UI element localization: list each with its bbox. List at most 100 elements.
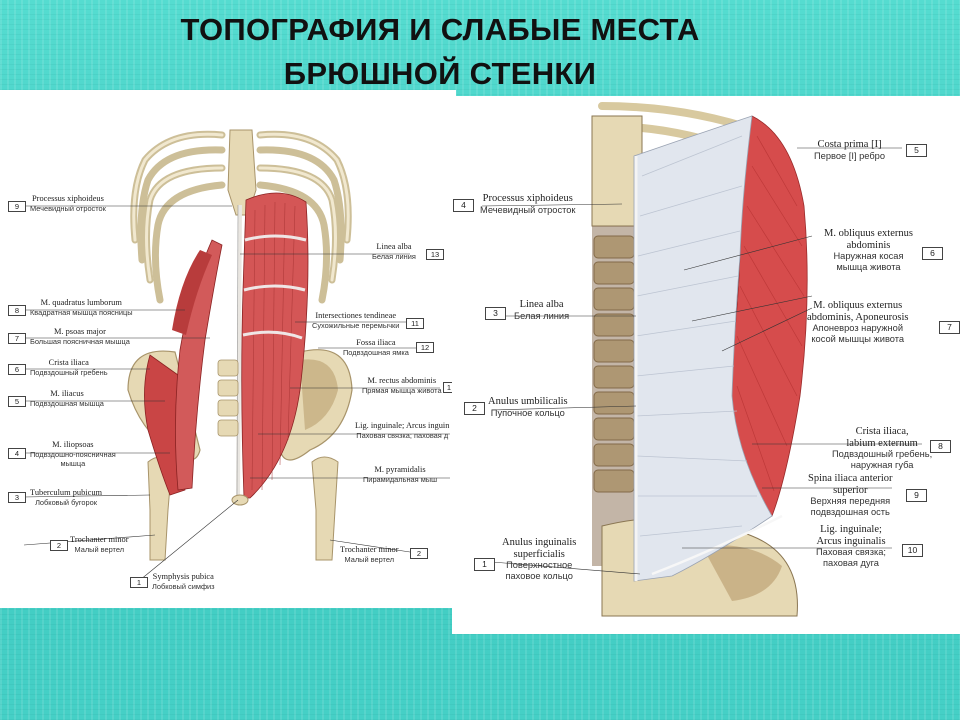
label-russian: Мечевидный отросток xyxy=(30,203,106,213)
label-latin: Anulus umbilicalis xyxy=(488,396,568,407)
label-trochanter-minor-left: Trochanter minor Малый вертел xyxy=(70,535,129,554)
label-russian: Подвздошный гребень, xyxy=(832,449,933,459)
label-latin: Costa prima [I] xyxy=(817,139,882,150)
label-russian: Подвздошная ямка xyxy=(343,347,409,357)
label-russian: мышца xyxy=(60,459,86,468)
label-symphysis-pubica: Symphysis pubica Лобковый симфиз xyxy=(152,572,215,591)
label-iliopsoas: M. iliopsoas Подвздошно-поясничная мышца xyxy=(30,440,116,469)
label-latin: Lig. inguinale; xyxy=(820,524,882,535)
label-russian: Малый вертел xyxy=(344,554,395,564)
label-russian: Паховая связка; паховая д xyxy=(356,430,449,440)
label-russian: Прямая мышца живота xyxy=(362,385,442,395)
label-latin: abdominis xyxy=(846,239,891,251)
label-latin: superficialis xyxy=(513,548,565,560)
label-latin: Linea alba xyxy=(519,299,564,310)
label-latin: Intersectiones tendineae xyxy=(315,311,397,320)
label-number: 4 xyxy=(453,199,474,212)
label-number: 2 xyxy=(464,402,485,415)
label-russian: подвздошная ость xyxy=(810,506,890,517)
muscle-fibers xyxy=(736,135,805,492)
label-anulus-umbilicalis: Anulus umbilicalis Пупочное кольцо xyxy=(488,396,568,418)
label-russian: наружная губа xyxy=(850,459,914,470)
label-latin: Spina iliaca anterior xyxy=(808,473,893,484)
label-anulus-inguinalis: Anulus inguinalis superficialis Поверхно… xyxy=(502,537,576,581)
label-russian: Мечевидный отросток xyxy=(480,204,576,215)
tendinous-intersections xyxy=(242,234,307,340)
iliac-fossa-shade xyxy=(300,359,338,430)
label-latin: M. quadratus lumborum xyxy=(40,298,122,307)
label-number: 5 xyxy=(8,396,26,407)
label-number: 11 xyxy=(406,318,424,329)
label-latin: M. iliacus xyxy=(50,389,84,398)
right-illustration xyxy=(481,102,922,617)
label-russian: мышца живота xyxy=(836,261,901,272)
label-number: 6 xyxy=(8,364,26,375)
label-russian: Белая линия xyxy=(514,310,570,321)
label-linea-alba: Linea alba Белая линия xyxy=(372,242,416,261)
label-psoas-major: M. psoas major Большая поясничная мышца xyxy=(30,327,130,346)
label-crista-iliaca: Crista iliaca Подвздошный гребень xyxy=(30,358,108,377)
label-number: 3 xyxy=(8,492,26,503)
label-number: 1 xyxy=(474,558,495,571)
label-number: 8 xyxy=(8,305,26,316)
label-latin: M. obliquus externus xyxy=(824,228,913,239)
label-lig-inguinale-right: Lig. inguinale; Arcus inguinalis Паховая… xyxy=(816,524,886,568)
label-trochanter-minor-right: Trochanter minor Малый вертел xyxy=(340,545,399,564)
label-number: 12 xyxy=(416,342,434,353)
label-number: 3 xyxy=(485,307,506,320)
label-linea-alba-right: Linea alba Белая линия xyxy=(514,299,569,321)
label-number: 4 xyxy=(8,448,26,459)
label-number: 2 xyxy=(50,540,68,551)
label-latin: Crista iliaca xyxy=(48,358,89,367)
label-costa-prima: Costa prima [I] Первое [I] ребро xyxy=(814,139,885,161)
label-latin: Arcus inguinalis xyxy=(816,535,886,547)
label-latin: M. psoas major xyxy=(53,327,106,336)
label-fossa-iliaca: Fossa iliaca Подвздошная ямка xyxy=(343,338,409,357)
label-lig-inguinale-left: Lig. inguinale; Arcus inguin Паховая свя… xyxy=(355,421,449,440)
label-latin: M. rectus abdominis xyxy=(367,376,437,385)
vertebral-column xyxy=(217,359,239,437)
label-aponeurosis: M. obliquus externus abdominis, Aponeuro… xyxy=(807,300,909,344)
label-latin: Anulus inguinalis xyxy=(502,537,577,548)
label-latin: M. obliquus externus xyxy=(813,300,903,311)
left-illustration xyxy=(23,129,450,581)
slide-title: ТОПОГРАФИЯ И СЛАБЫЕ МЕСТА БРЮШНОЙ СТЕНКИ xyxy=(0,8,880,96)
label-number: 6 xyxy=(922,247,943,260)
left-anatomy-figure: 9 Processus xiphoideus Мечевидный отрост… xyxy=(0,90,456,608)
label-latin: Fossa iliaca xyxy=(356,338,396,347)
label-external-oblique: M. obliquus externus abdominis Наружная … xyxy=(824,228,913,272)
label-latin: superior xyxy=(833,484,868,496)
label-latin: Processus xiphoideus xyxy=(32,194,104,203)
title-line-1: ТОПОГРАФИЯ И СЛАБЫЕ МЕСТА xyxy=(180,12,700,47)
label-latin: Crista iliaca, xyxy=(855,426,909,437)
symphysis xyxy=(231,494,249,506)
label-russian: Малый вертел xyxy=(74,544,125,554)
label-russian: Поверхностное xyxy=(506,560,573,570)
label-latin: Lig. inguinale; Arcus inguin xyxy=(355,421,450,430)
label-russian: Паховая связка; xyxy=(816,547,886,557)
label-latin: Tuberculum pubicum xyxy=(30,488,103,497)
label-latin: abdominis, Aponeurosis xyxy=(807,311,909,323)
label-russian: Белая линия xyxy=(372,251,416,261)
label-russian: Подвздошный гребень xyxy=(30,367,108,377)
label-russian: Подвздошная мышца xyxy=(30,398,104,408)
label-latin: M. iliopsoas xyxy=(52,440,94,449)
label-latin: M. pyramidalis xyxy=(374,465,426,474)
label-latin: Trochanter minor xyxy=(70,535,129,544)
label-number: 7 xyxy=(939,321,960,334)
label-russian: Большая поясничная мышца xyxy=(30,336,130,346)
label-russian: Сухожильные перемычки xyxy=(312,320,400,330)
label-latin: labium externum xyxy=(846,437,918,449)
right-anatomy-figure: Costa prima [I] Первое [I] ребро 5 4 Pro… xyxy=(452,96,960,634)
label-russian: Пупочное кольцо xyxy=(490,407,565,418)
label-russian: паховое кольцо xyxy=(505,570,573,581)
label-russian: Верхняя передняя xyxy=(810,496,891,506)
label-russian: Первое [I] ребро xyxy=(814,150,886,161)
label-pyramidalis: M. pyramidalis Пирамидальная мыш xyxy=(363,465,437,484)
label-number: 1 xyxy=(130,577,148,588)
label-iliacus: M. iliacus Подвздошная мышца xyxy=(30,389,104,408)
label-number: 7 xyxy=(8,333,26,344)
label-latin: Symphysis pubica xyxy=(152,572,214,581)
title-line-2: БРЮШНОЙ СТЕНКИ xyxy=(283,56,597,91)
label-number: 9 xyxy=(906,489,927,502)
